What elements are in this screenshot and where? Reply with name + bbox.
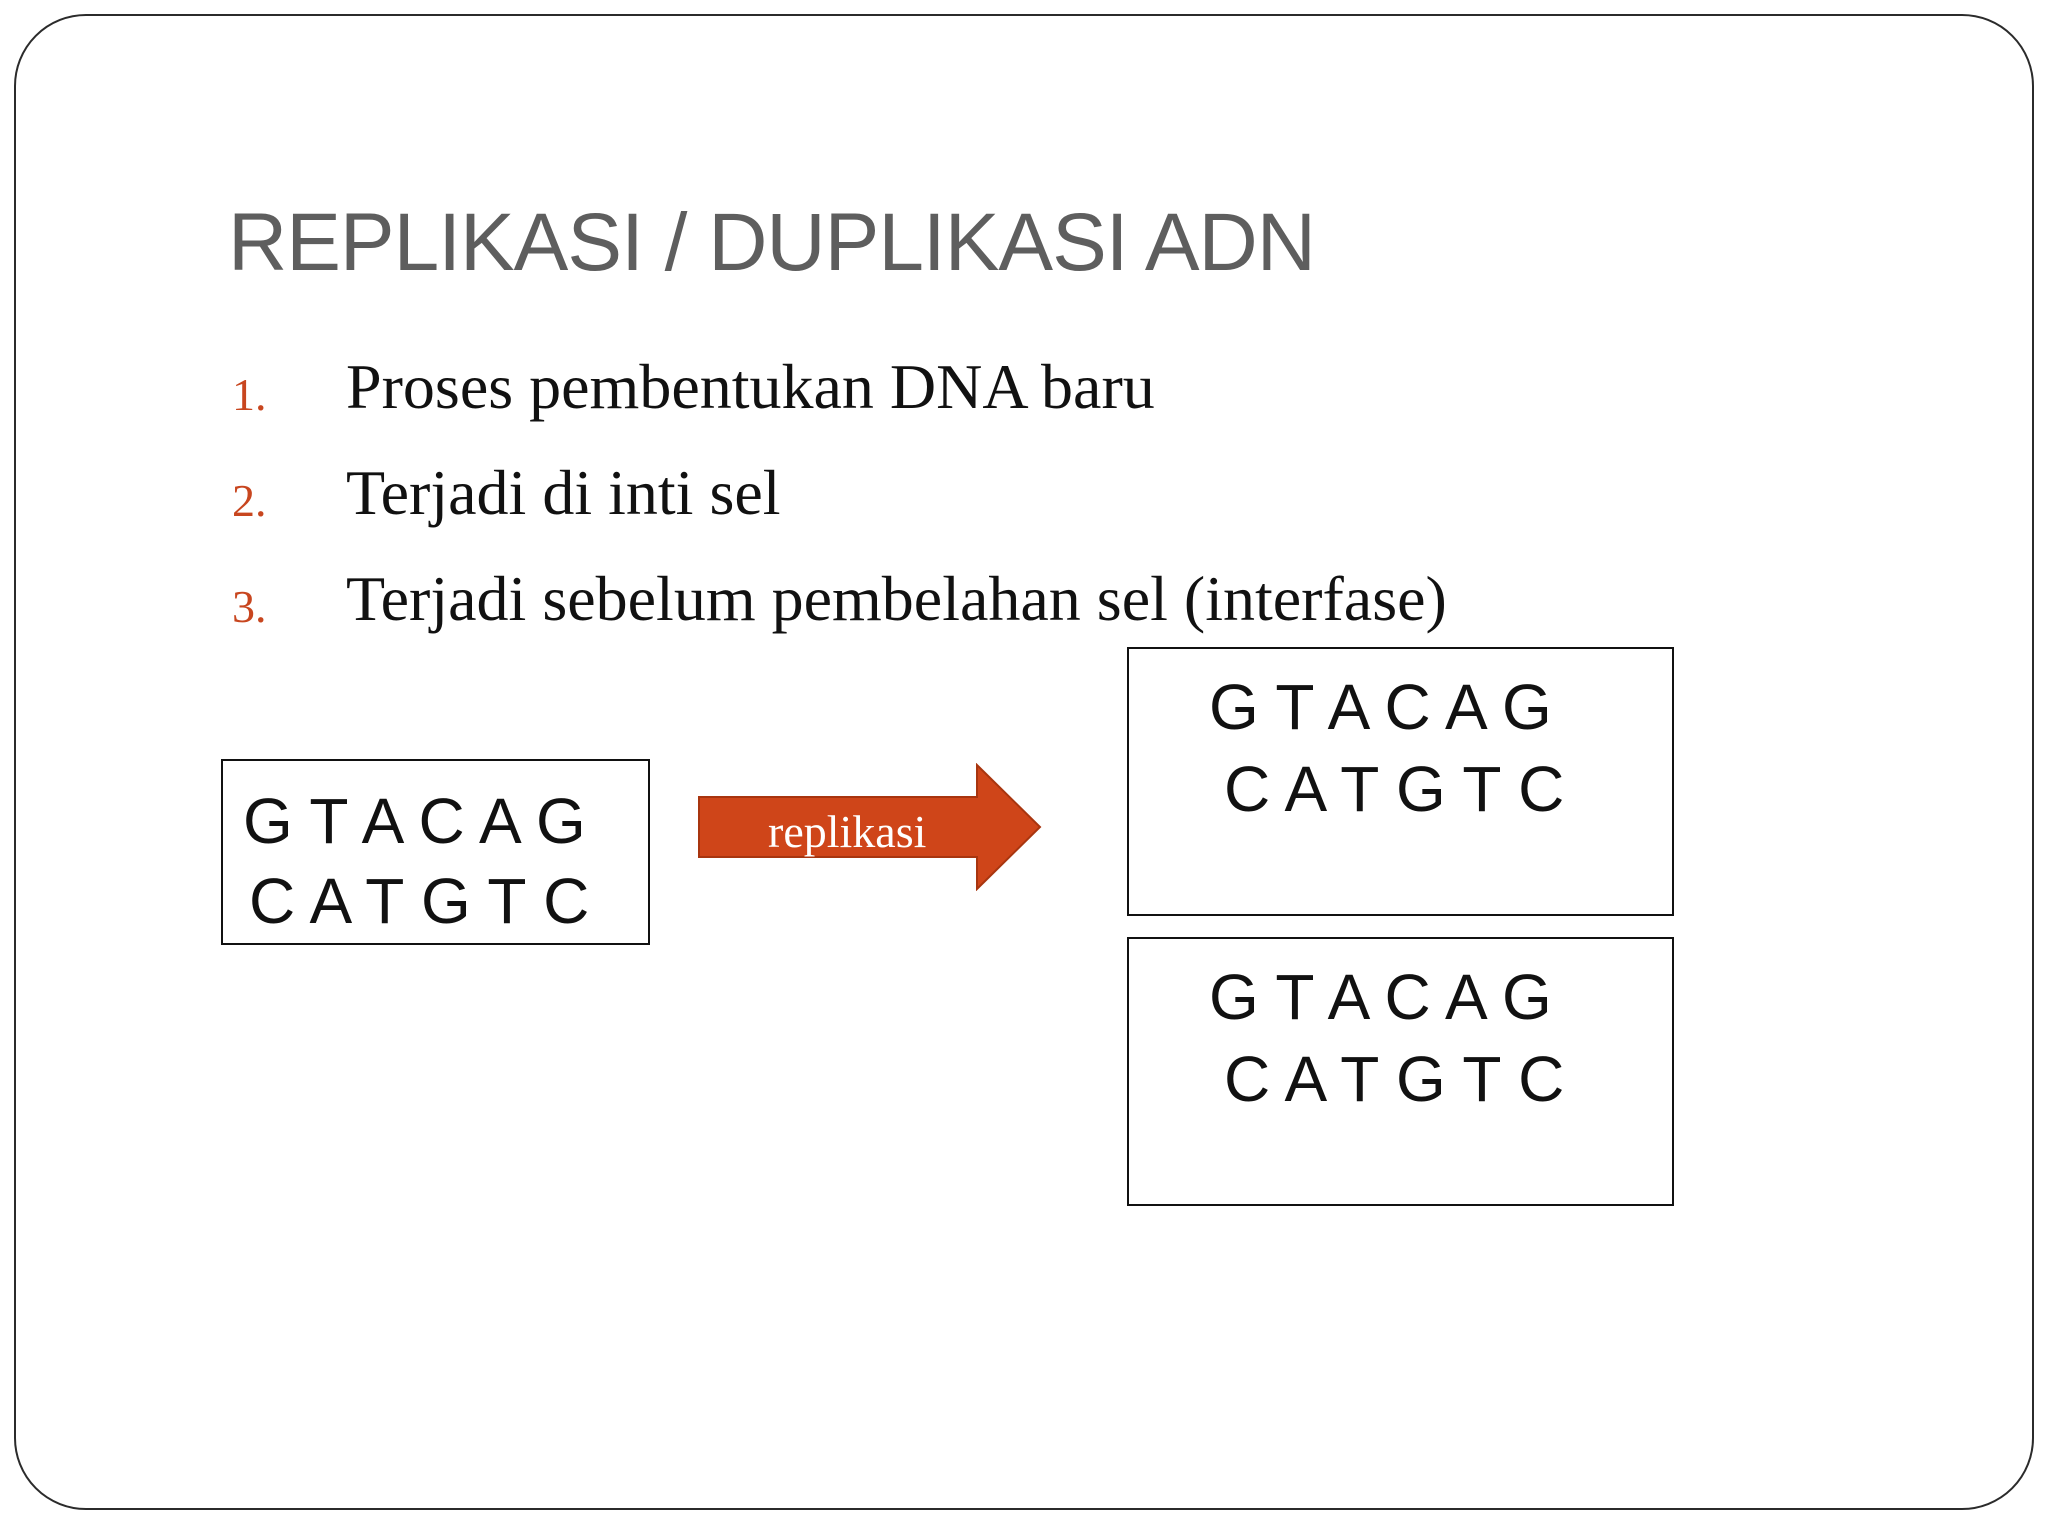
- slide-title: REPLIKASI / DUPLIKASI ADN: [228, 197, 1316, 288]
- list-item-text: Proses pembentukan DNA baru: [346, 351, 1155, 422]
- dna-strand-bottom: C A T G T C: [249, 865, 590, 937]
- original-dna-box: G T A C A G C A T G T C: [221, 759, 650, 945]
- list-number: 3.: [232, 581, 267, 632]
- dna-strand-top: G T A C A G: [1209, 961, 1552, 1033]
- dna-strand-bottom: C A T G T C: [1224, 1043, 1565, 1115]
- list-item-text: Terjadi sebelum pembelahan sel (interfas…: [346, 563, 1447, 634]
- right-arrow-icon: [698, 763, 1042, 891]
- dna-strand-top: G T A C A G: [1209, 671, 1552, 743]
- list-item-text: Terjadi di inti sel: [346, 457, 781, 528]
- list-number: 1.: [232, 369, 267, 420]
- list-number: 2.: [232, 475, 267, 526]
- arrow-label: replikasi: [768, 806, 927, 857]
- copy-dna-box-2: G T A C A G C A T G T C: [1127, 937, 1674, 1206]
- copy-dna-box-1: G T A C A G C A T G T C: [1127, 647, 1674, 916]
- dna-strand-bottom: C A T G T C: [1224, 753, 1565, 825]
- dna-strand-top: G T A C A G: [243, 785, 586, 857]
